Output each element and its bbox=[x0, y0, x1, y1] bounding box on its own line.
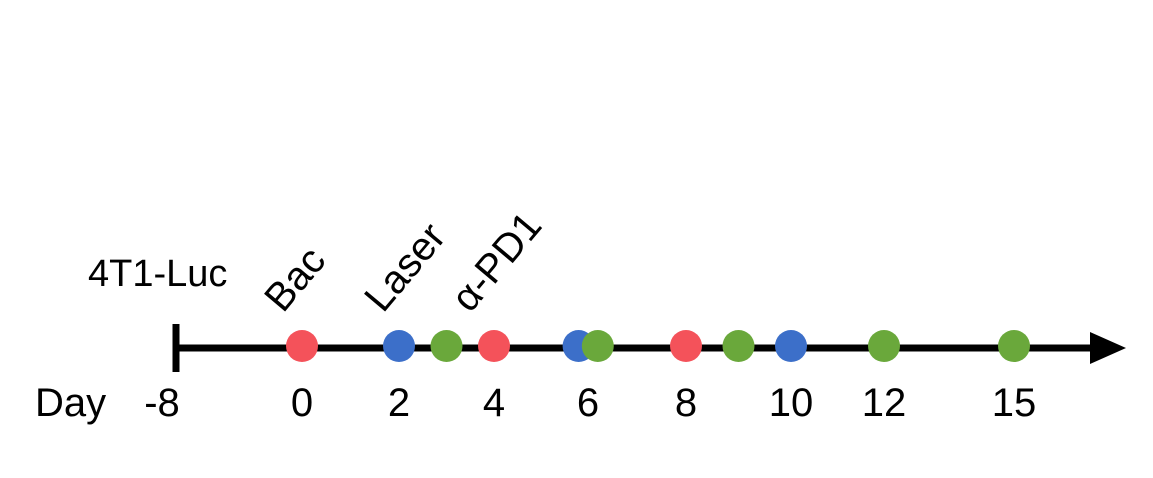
tick-labels: 0 2 4 6 8 10 12 15 bbox=[291, 381, 1036, 425]
dot-apd1-day-15 bbox=[998, 330, 1030, 362]
tick-label-day-0: 0 bbox=[291, 381, 313, 425]
dot-apd1-day-12 bbox=[868, 330, 900, 362]
treatment-label-apd1: α-PD1 bbox=[443, 204, 550, 320]
dot-laser-day-2 bbox=[383, 330, 415, 362]
tick-label-day-2: 2 bbox=[388, 381, 410, 425]
dot-apd1-day-9 bbox=[722, 330, 755, 362]
treatment-label-laser: Laser bbox=[356, 215, 454, 320]
treatment-dots bbox=[286, 330, 1030, 362]
tick-label-start: -8 bbox=[144, 381, 180, 425]
tick-label-day-4: 4 bbox=[483, 381, 505, 425]
dot-bac-day-0 bbox=[286, 330, 318, 362]
axis-day-label: Day bbox=[35, 381, 106, 425]
timeline-arrow-head bbox=[1090, 332, 1126, 364]
tick-label-day-15: 15 bbox=[992, 381, 1037, 425]
dot-apd1-day-6.2 bbox=[581, 330, 614, 362]
dot-bac-day-8 bbox=[670, 330, 702, 362]
tick-label-day-10: 10 bbox=[769, 381, 814, 425]
dot-apd1-day-3 bbox=[430, 330, 463, 362]
tick-label-day-6: 6 bbox=[577, 381, 599, 425]
dot-laser-day-10 bbox=[775, 330, 807, 362]
tick-label-day-12: 12 bbox=[862, 381, 907, 425]
tick-label-day-8: 8 bbox=[675, 381, 697, 425]
dot-bac-day-4 bbox=[478, 330, 510, 362]
treatment-label-bac: Bac bbox=[256, 239, 334, 320]
model-label: 4T1-Luc bbox=[88, 253, 227, 295]
